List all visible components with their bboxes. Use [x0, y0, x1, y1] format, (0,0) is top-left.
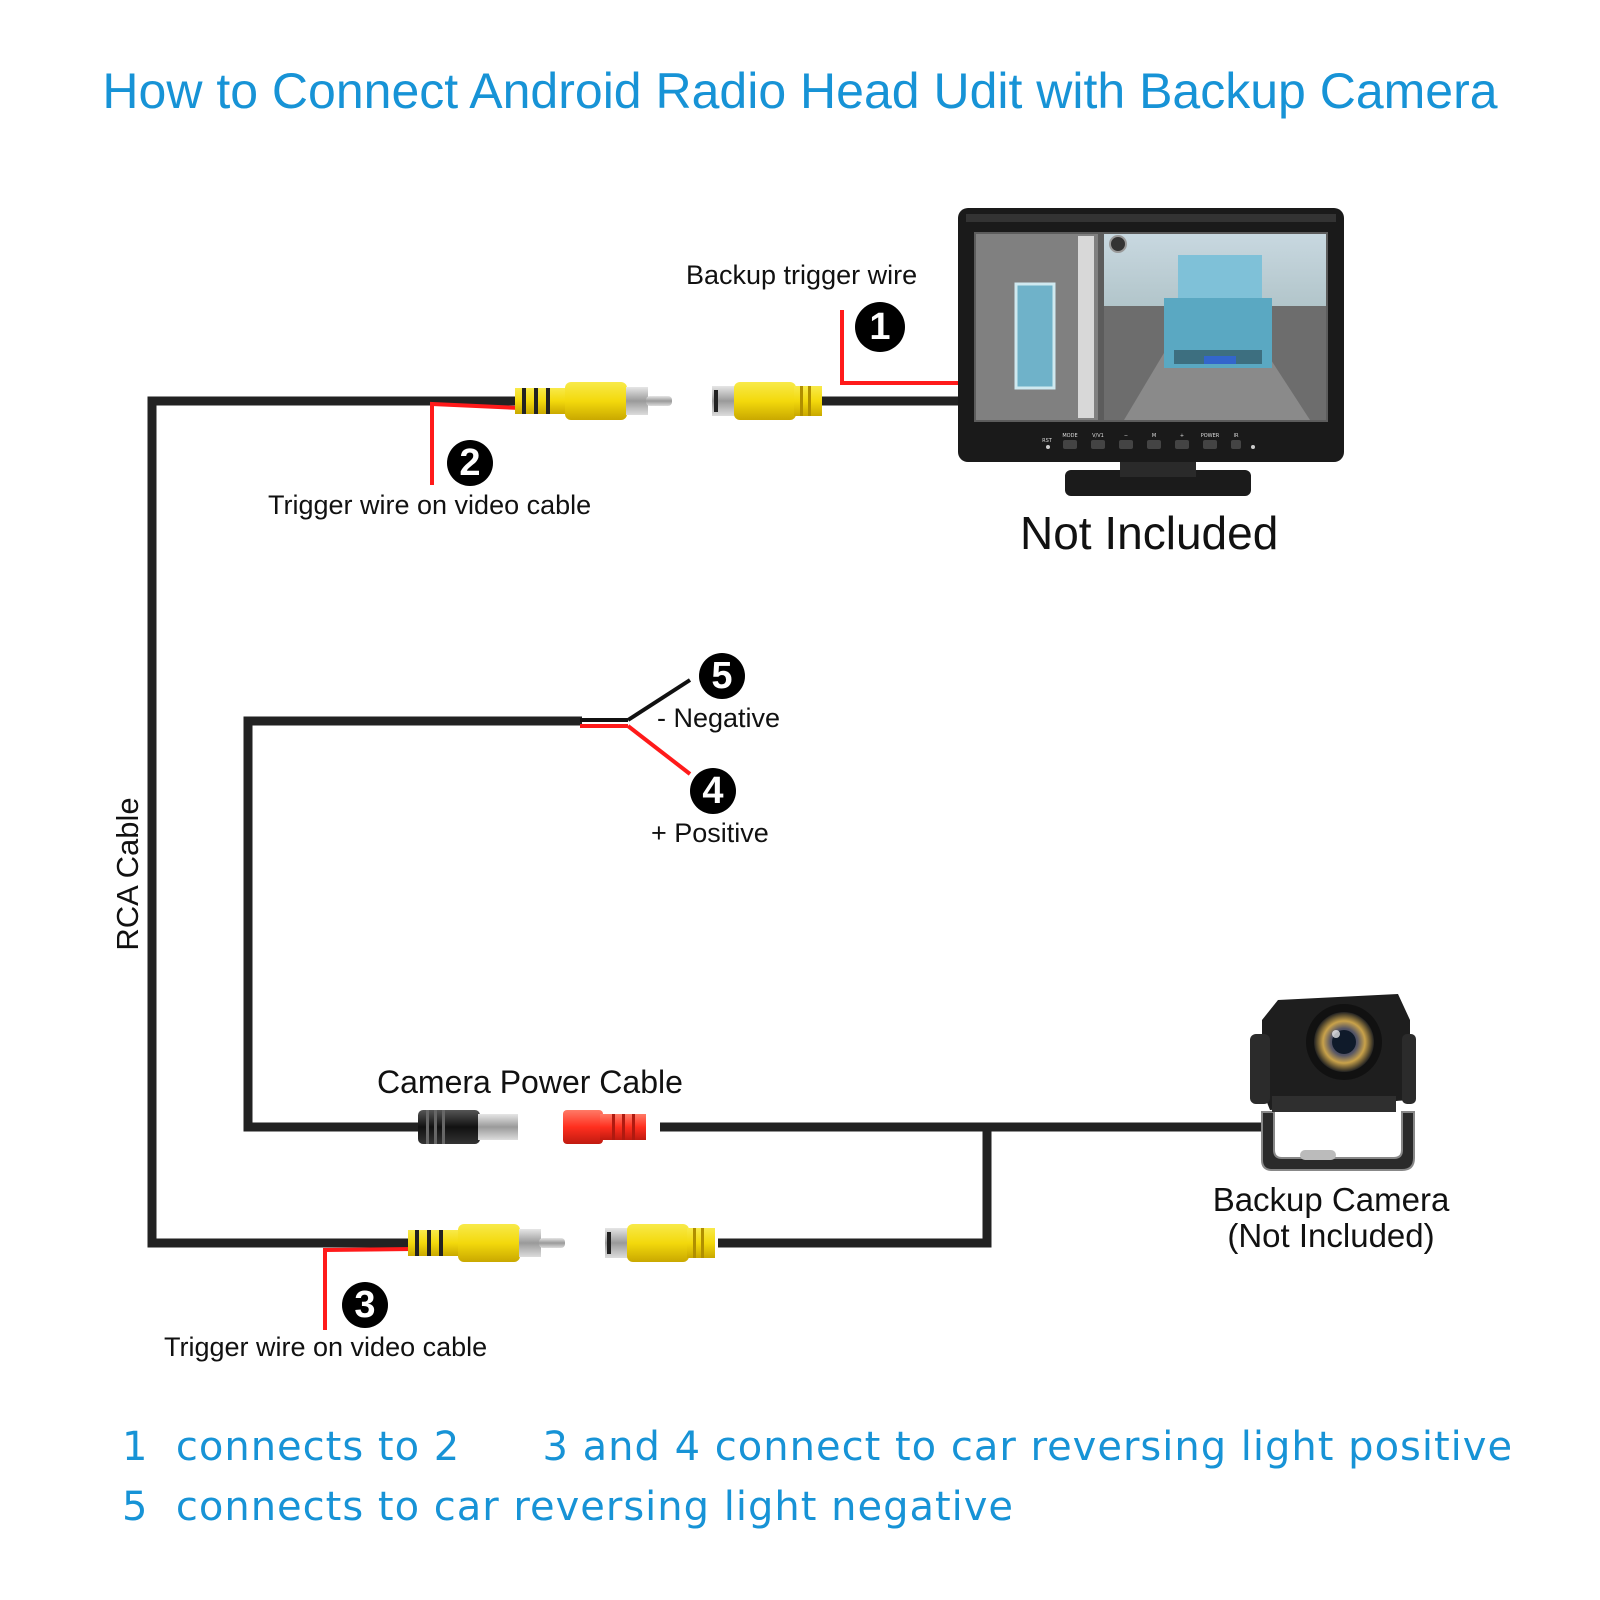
trigger-wires — [323, 310, 972, 1330]
rca-female-socket-bottom — [605, 1224, 715, 1262]
badge-4: 4 — [690, 768, 736, 814]
note-line-2: 5 connects to car reversing light negati… — [122, 1484, 1015, 1530]
btn-plus: + — [1180, 433, 1184, 439]
rca-male-plug-top — [515, 382, 672, 420]
trigger-wire-1 — [840, 310, 972, 385]
btn-minus: − — [1124, 433, 1128, 439]
monitor-image — [958, 208, 1344, 496]
trigger-wire-2 — [430, 401, 521, 485]
negative-wire — [626, 678, 692, 722]
label-camera-power-cable: Camera Power Cable — [377, 1064, 683, 1100]
camera-cable-trunk — [660, 1122, 1270, 1248]
label-trigger-wire-bottom: Trigger wire on video cable — [164, 1332, 488, 1362]
btn-power: POWER — [1201, 433, 1220, 439]
label-not-included: Not Included — [1020, 507, 1279, 559]
power-cable-negative-run — [243, 716, 582, 1132]
label-backup-camera-line2: (Not Included) — [1227, 1217, 1435, 1254]
label-backup-camera: Backup Camera (Not Included) — [1196, 1182, 1466, 1254]
label-backup-camera-line1: Backup Camera — [1212, 1181, 1450, 1218]
badge-1: 1 — [857, 304, 903, 350]
btn-vv1: V/V1 — [1092, 433, 1104, 439]
label-trigger-wire-top: Trigger wire on video cable — [268, 490, 592, 520]
rca-cable — [147, 396, 520, 1248]
monitor-button-labels: RST MODE V/V1 − M + POWER IR — [1042, 433, 1239, 444]
label-rca-cable: RCA Cable — [110, 797, 145, 951]
badge-2: 2 — [447, 440, 493, 486]
rca-female-socket-top — [712, 382, 822, 420]
note-line-1: 1 connects to 2 3 and 4 connect to car r… — [122, 1424, 1514, 1470]
btn-rst: RST — [1042, 438, 1053, 444]
positive-wire — [626, 724, 692, 776]
label-backup-trigger-wire: Backup trigger wire — [686, 260, 918, 290]
power-connector-male-black — [418, 1110, 518, 1144]
trigger-wire-3 — [323, 1247, 413, 1330]
btn-ir: IR — [1234, 433, 1239, 439]
btn-mode: MODE — [1062, 433, 1077, 439]
backup-camera-image — [1250, 994, 1416, 1171]
label-positive: + Positive — [651, 818, 769, 848]
rca-male-plug-bottom — [408, 1224, 565, 1262]
btn-m: M — [1152, 433, 1156, 439]
diagram-title: How to Connect Android Radio Head Udit w… — [102, 63, 1498, 119]
power-wire-split — [580, 678, 692, 776]
label-negative: - Negative — [657, 703, 781, 733]
badge-3: 3 — [342, 1282, 388, 1328]
badge-5: 5 — [699, 653, 745, 699]
power-connector-female-red — [563, 1110, 646, 1144]
